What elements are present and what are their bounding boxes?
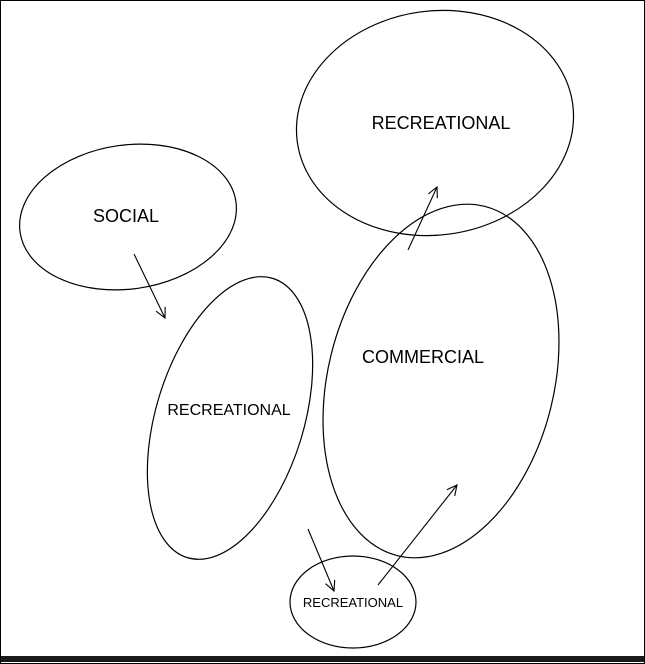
ellipse-commercial <box>322 203 560 559</box>
ellipse-recreational-left <box>146 276 314 560</box>
label-recreational-top: RECREATIONAL <box>372 113 511 133</box>
label-social: SOCIAL <box>93 206 159 226</box>
label-recreational-small: RECREATIONAL <box>303 595 403 610</box>
arrow-commercial-to-recreational-top <box>407 185 438 251</box>
ellipse-recreational-small <box>289 555 417 649</box>
label-commercial: COMMERCIAL <box>362 347 484 367</box>
ellipse-recreational-top <box>295 9 575 237</box>
label-recreational-left: RECREATIONAL <box>167 402 290 419</box>
arrow-recreational-left-to-recreational-small <box>307 528 336 593</box>
arrow-social-to-recreational-left <box>133 253 166 320</box>
ellipse-social <box>18 143 238 291</box>
arrow-recreational-small-to-commercial <box>377 484 458 586</box>
bottom-border-bar <box>1 656 644 662</box>
